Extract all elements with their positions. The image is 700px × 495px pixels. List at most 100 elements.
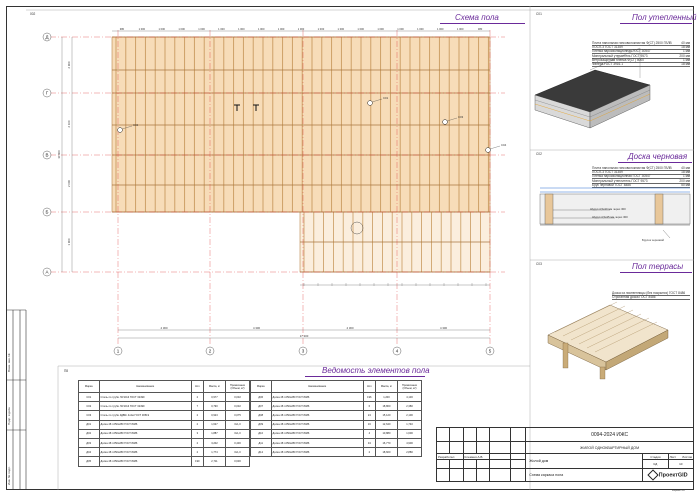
spec-cell: 1,627 — [202, 419, 227, 430]
layer-thickness: 50 мм — [681, 182, 690, 187]
layer-row: Минеральный утеплитель ГОСТ 9573 200 мм — [592, 54, 690, 59]
layer-text: Минеральный утеплитель ГОСТ 9573 — [592, 53, 648, 58]
spec-cell: 0,977 — [202, 391, 227, 403]
layer-text: Брус черновой ГОСТ 8486 — [592, 182, 631, 187]
spec-cell: 10,880 — [374, 428, 399, 439]
spec-cell: 0,790 — [202, 401, 227, 412]
axis-label-row: В — [45, 153, 48, 158]
dim-top-label: 380 — [478, 27, 483, 31]
spec-cell: 2 — [190, 410, 204, 421]
dim-top-label: 1 000 — [178, 27, 185, 31]
spec-cell: 196 — [362, 391, 376, 403]
axis-label-col: 2 — [209, 349, 212, 354]
spec-cell: 1,774 — [202, 447, 227, 458]
axis-label-row: А — [45, 270, 48, 275]
dim-bottom-label: 4 300 — [253, 326, 260, 330]
detail-num-2: С02 — [536, 152, 542, 156]
axis-label-row: Д — [45, 35, 48, 40]
rough-note: Брусок черновой — [642, 238, 664, 242]
spec-cell: 18,800 — [374, 401, 399, 412]
terrace-isometric — [547, 301, 669, 380]
layer-thickness: 1 мм — [682, 49, 690, 54]
rough-board-title: Доска черновая — [628, 152, 688, 161]
object-name: Жилой дом — [525, 453, 644, 469]
spec-cell: Доска 48 ×250х280 ГОСТ 8486 — [98, 419, 192, 430]
layer-text: ЛОСП-3 ГОСТ 31359 — [592, 170, 623, 175]
axis-bubble-col — [392, 346, 402, 356]
format-label: Формат А3 — [672, 489, 685, 492]
spec-cell: 0х1,0 — [225, 428, 250, 439]
dim-top-label: 1 000 — [338, 27, 345, 31]
spec-cell: 16,770 — [374, 437, 399, 449]
inv-num-label: Инв. № подл. — [7, 466, 11, 485]
spec-cell: 15,120 — [374, 410, 399, 421]
axis-bubble-row — [42, 267, 52, 277]
warm-floor-title: Пол утепленный — [632, 13, 697, 22]
spec-sheet-number: П8 — [64, 369, 69, 373]
axis-bubble-col — [485, 346, 495, 356]
rough-note: Шуруп 4,5х45 мм через 300 — [592, 215, 628, 219]
terrace-floor-title: Пол террасы — [632, 262, 684, 271]
plan-marker-circle — [485, 147, 491, 153]
layer-thickness: 18 мм — [681, 170, 690, 175]
spec-cell: Доска 48 ×250х280 ГОСТ 8486 — [98, 437, 192, 449]
spec-title: Ведомость элементов пола — [322, 366, 430, 375]
plan-marker-leader — [121, 125, 133, 130]
plan-marker-label: С02 — [133, 123, 139, 127]
layer-row: Плита напольная гипсоволокнистая Ф(СТ) 2… — [592, 41, 690, 46]
spec-cell: 2,880 — [397, 447, 422, 458]
spec-cell: 3,202 — [202, 437, 227, 449]
spec-cell: 2 — [190, 437, 204, 449]
layer-thickness: 40 мм — [681, 41, 690, 45]
spec-cell: 4,130 — [397, 391, 422, 403]
plan-title: Схема пола — [455, 13, 499, 22]
dim-top-label: 1 000 — [397, 27, 404, 31]
axis-label-row: Г — [46, 91, 49, 96]
spec-cell: 1,740 — [397, 419, 422, 430]
rough-note: Шуруп 4,5х40 мм через 300 — [590, 207, 626, 211]
spec-cell: 1,887 — [202, 428, 227, 439]
spec-cell: Доска 48 ×250х280 ГОСТ 8486 — [270, 428, 364, 439]
plan-marker-circle — [442, 119, 448, 125]
spec-cell: 2 — [190, 391, 204, 403]
spec-cell: 0х1,0 — [225, 419, 250, 430]
axis-label-row: Б — [46, 210, 49, 215]
drawing-sheet — [6, 6, 694, 490]
spec-cell: С01 — [78, 391, 100, 403]
dim-top-label: 1 000 — [218, 27, 225, 31]
spec-cell: Д09 — [250, 419, 272, 430]
logo-icon — [646, 469, 659, 481]
plan-marker-leader — [446, 117, 458, 122]
spec-cell: Д10 — [250, 428, 272, 439]
layer-text: Плита напольная гипсоволокнистая Ф(СТ) 2… — [592, 166, 672, 170]
dim-top-label: 1 000 — [298, 27, 305, 31]
axis-label-col: 4 — [396, 349, 399, 354]
axis-bubble-col — [113, 346, 123, 356]
spec-title-underline — [305, 376, 425, 377]
spec-cell: Доска 48 ×250х280 ГОСТ 8486 — [270, 391, 364, 403]
spec-cell: Д11 — [250, 437, 272, 449]
dim-left-label: 2 900 — [67, 61, 71, 68]
axis-bubble-col — [298, 346, 308, 356]
spec-cell: 16 — [362, 419, 376, 430]
spec-cell: 0,032 — [225, 401, 250, 412]
layer-thickness: 200 мм — [679, 53, 690, 58]
spec-cell: 1,200 — [374, 391, 399, 403]
spec-cell: 3 — [190, 428, 204, 439]
terrace-floor-title-underline — [620, 272, 692, 273]
plan-marker-leader — [371, 98, 383, 103]
plan-marker-label: С01 — [383, 96, 389, 100]
spec-cell: Д03 — [78, 437, 100, 449]
axis-bubble-row — [42, 207, 52, 217]
